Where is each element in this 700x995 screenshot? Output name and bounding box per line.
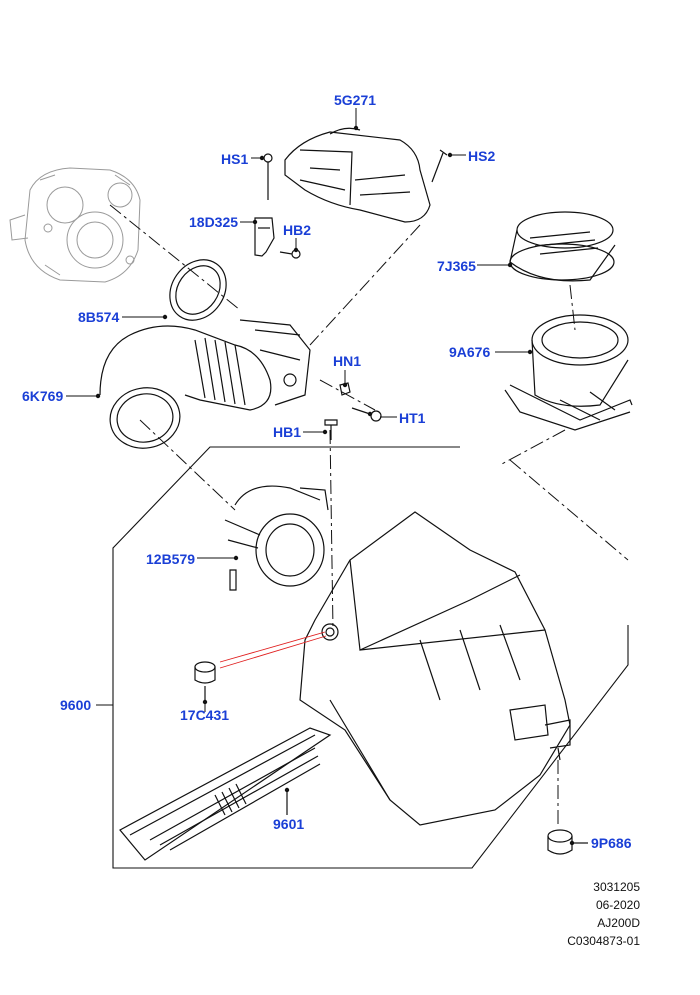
stamp-line-1: 3031205 bbox=[593, 880, 640, 894]
callout-hb2[interactable]: HB2 bbox=[283, 222, 312, 238]
part-hs2-screw bbox=[431, 149, 448, 183]
callout-leader-lines bbox=[66, 108, 530, 712]
leader-dots bbox=[95, 125, 575, 846]
assembly-centre-lines bbox=[109, 204, 629, 825]
part-hb1-bolt bbox=[324, 419, 338, 440]
callout-5g271[interactable]: 5G271 bbox=[334, 92, 377, 108]
highlight-leader-lines bbox=[219, 631, 327, 669]
callout-9p686[interactable]: 9P686 bbox=[591, 835, 632, 851]
part-18d325-bracket bbox=[254, 217, 275, 257]
callout-12b579[interactable]: 12B579 bbox=[146, 551, 196, 567]
callout-hs2[interactable]: HS2 bbox=[468, 148, 496, 164]
callout-9601[interactable]: 9601 bbox=[273, 816, 305, 832]
callout-18d325[interactable]: 18D325 bbox=[189, 214, 239, 230]
stamp-line-3: AJ200D bbox=[597, 916, 640, 930]
part-hs1-screw bbox=[263, 153, 273, 200]
part-5g271-cover bbox=[284, 127, 431, 223]
callout-8b574[interactable]: 8B574 bbox=[78, 309, 120, 325]
part-17c431-grommet bbox=[194, 661, 216, 702]
callout-hs1[interactable]: HS1 bbox=[221, 151, 249, 167]
stamp-line-4: C0304873-01 bbox=[567, 934, 640, 948]
throttle-body-ghost bbox=[9, 167, 141, 283]
callout-17c431[interactable]: 17C431 bbox=[180, 707, 230, 723]
callout-9a676[interactable]: 9A676 bbox=[449, 344, 491, 360]
reference-stamp: 3031205 06-2020 AJ200D C0304873-01 bbox=[567, 878, 640, 950]
callout-7j365[interactable]: 7J365 bbox=[437, 258, 476, 274]
part-9600-airbox bbox=[299, 511, 571, 826]
callout-ht1[interactable]: HT1 bbox=[399, 410, 426, 426]
part-7j365-inlet bbox=[509, 211, 616, 282]
part-9601-filter bbox=[119, 727, 332, 861]
callout-6k769[interactable]: 6K769 bbox=[22, 388, 64, 404]
part-9a676-duct bbox=[504, 314, 633, 431]
part-6k769-hose bbox=[99, 319, 311, 449]
part-8b574-clamp bbox=[169, 259, 227, 321]
stamp-line-2: 06-2020 bbox=[595, 898, 640, 912]
assembly-bracket-9600 bbox=[112, 446, 629, 869]
part-9p686-grommet bbox=[547, 829, 588, 855]
callout-hb1[interactable]: HB1 bbox=[273, 424, 302, 440]
callout-9600[interactable]: 9600 bbox=[60, 697, 92, 713]
part-12b579-maf bbox=[224, 485, 329, 591]
part-ht1-bolt bbox=[351, 407, 382, 422]
callout-hn1[interactable]: HN1 bbox=[333, 353, 362, 369]
